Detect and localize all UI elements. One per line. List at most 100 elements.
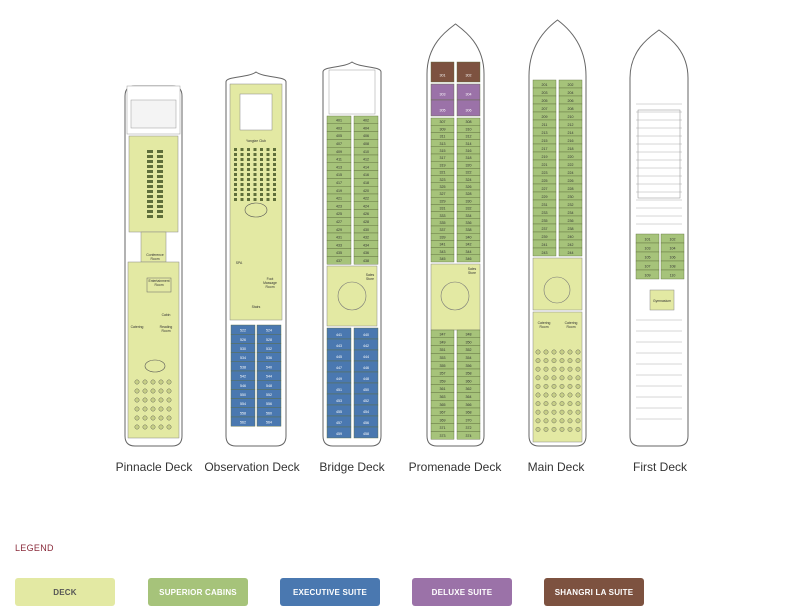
bridge-cabin-label-444: 444	[363, 355, 369, 359]
observation-seat-7-1	[240, 183, 244, 186]
bridge-cabin-label-437: 437	[336, 259, 342, 263]
promenade-sales-store-label-0: Sales	[468, 267, 477, 271]
bridge-cabin-label-424: 424	[363, 204, 369, 208]
main-table-4-0	[535, 383, 541, 389]
legend-deck-label: DECK	[53, 587, 77, 597]
legend-deck-swatch[interactable]: DECK	[15, 578, 115, 606]
main-cabin-244	[558, 247, 583, 257]
observation-cabin-label-552: 552	[266, 393, 272, 397]
promenade-cabin-label-311: 311	[440, 135, 446, 139]
main-table-3-2	[551, 375, 557, 381]
main-table-5-3	[559, 392, 565, 398]
deck-label-promenade[interactable]: Promenade Deck	[408, 460, 502, 474]
bridge-cabin-label-457: 457	[336, 421, 342, 425]
observation-seat-2-0	[234, 158, 237, 161]
main-table-1-0	[535, 358, 541, 363]
bridge-cabin-label-419: 419	[336, 189, 342, 193]
promenade-cabin-label-359: 359	[440, 379, 446, 383]
main-cabin-label-221: 221	[542, 163, 548, 167]
pinnacle-seat-r-3	[157, 165, 163, 168]
observation-cabin-label-522: 522	[240, 329, 246, 333]
bridge-cabin-label-420: 420	[363, 189, 369, 193]
bridge-cabin-label-415: 415	[336, 173, 342, 177]
main-cabin-label-234: 234	[568, 211, 574, 215]
legend-deluxe-label: DELUXE SUITE	[431, 587, 493, 597]
main-catering-room-label-a-1: Room	[539, 325, 548, 329]
pinnacle-seat-r-1	[157, 155, 163, 158]
pinnacle-seat-3-0	[134, 406, 140, 412]
promenade-cabin-label-324: 324	[466, 178, 472, 182]
promenade-cabin-label-368: 368	[466, 411, 472, 415]
observation-seat-2-3	[253, 158, 257, 161]
promenade-cabin-label-316: 316	[466, 149, 472, 153]
observation-seat-2-2	[247, 158, 250, 161]
promenade-cabin-label-305: 305	[440, 109, 446, 113]
main-cabin-label-235: 235	[542, 219, 548, 223]
legend-superior-swatch[interactable]: SUPERIOR CABINS	[148, 578, 248, 606]
promenade-cabin-label-348: 348	[466, 333, 472, 337]
first-cabin-label-102: 102	[670, 237, 676, 241]
legend-deluxe-swatch[interactable]: DELUXE SUITE	[412, 578, 512, 606]
deck-label-observation[interactable]: Observation Deck	[204, 460, 300, 474]
deck-label-bridge[interactable]: Bridge Deck	[319, 460, 385, 474]
main-cabin-label-211: 211	[542, 123, 548, 127]
promenade-cabin-label-318: 318	[466, 156, 472, 160]
main-cabin-label-239: 239	[542, 235, 548, 239]
pinnacle-seat-2-3	[158, 397, 164, 403]
main-table-2-3	[559, 366, 565, 372]
first-cabin-109	[635, 269, 660, 280]
main-cabin-label-206: 206	[568, 99, 574, 103]
promenade-cabin-label-321: 321	[440, 171, 446, 175]
pinnacle-seat-4-1	[142, 415, 148, 421]
observation-seat-7-0	[234, 183, 237, 186]
observation-cabin-label-536: 536	[266, 356, 272, 360]
observation-seat-5-0	[234, 173, 237, 176]
promenade-cabin-label-327: 327	[440, 192, 446, 196]
main-table-3-1	[543, 375, 549, 381]
observation-cabin-label-544: 544	[266, 375, 272, 379]
pinnacle-seat-4-2	[150, 415, 156, 421]
pinnacle-seat-0-0	[134, 379, 140, 385]
observation-cabin-label-560: 560	[266, 411, 272, 415]
observation-seat-6-0	[234, 178, 237, 181]
observation-cabin-label-526: 526	[240, 338, 246, 342]
observation-seat-8-1	[240, 188, 244, 191]
main-table-2-5	[575, 366, 581, 372]
observation-seat-7-3	[253, 183, 257, 186]
pinnacle-seat-r-11	[157, 205, 163, 208]
bridge-cabin-459	[326, 426, 352, 439]
main-cabin-label-213: 213	[542, 131, 548, 135]
main-table-7-4	[567, 409, 573, 415]
observation-seat-2-6	[273, 158, 276, 161]
main-table-7-3	[559, 409, 565, 415]
bridge-cabin-label-456: 456	[363, 421, 369, 425]
main-cabin-label-224: 224	[568, 171, 574, 175]
bridge-atrium-circle	[337, 281, 367, 311]
observation-seat-4-3	[253, 168, 257, 171]
bridge-cabin-label-410: 410	[363, 150, 369, 154]
bridge-cabin-label-436: 436	[363, 251, 369, 255]
legend-executive-swatch[interactable]: EXECUTIVE SUITE	[280, 578, 380, 606]
pinnacle-seat-r-0	[157, 150, 163, 153]
pinnacle-seat-1-3	[158, 388, 164, 394]
main-table-1-5	[575, 358, 581, 363]
main-table-1-2	[551, 358, 557, 363]
bridge-cabin-label-433: 433	[336, 243, 342, 247]
bridge-cabin-label-412: 412	[363, 158, 369, 162]
bridge-cabin-label-403: 403	[336, 126, 342, 130]
main-table-6-0	[535, 401, 541, 406]
deck-label-pinnacle[interactable]: Pinnacle Deck	[115, 460, 193, 474]
main-cabin-label-241: 241	[542, 243, 548, 247]
bridge-cabin-label-434: 434	[363, 243, 369, 247]
bridge-cabin-label-428: 428	[363, 220, 369, 224]
deck-label-main[interactable]: Main Deck	[527, 460, 585, 474]
promenade-cabin-label-325: 325	[440, 185, 446, 189]
deck-label-first[interactable]: First Deck	[633, 460, 687, 474]
observation-cabin-562	[230, 416, 256, 427]
promenade-cabin-label-323: 323	[440, 178, 446, 182]
observation-seat-7-6	[273, 183, 276, 186]
main-cabin-label-244: 244	[568, 251, 574, 255]
promenade-cabin-label-315: 315	[440, 149, 446, 153]
legend-shangri-swatch[interactable]: SHANGRI LA SUITE	[544, 578, 644, 606]
pinnacle-seat-l-1	[147, 155, 153, 158]
